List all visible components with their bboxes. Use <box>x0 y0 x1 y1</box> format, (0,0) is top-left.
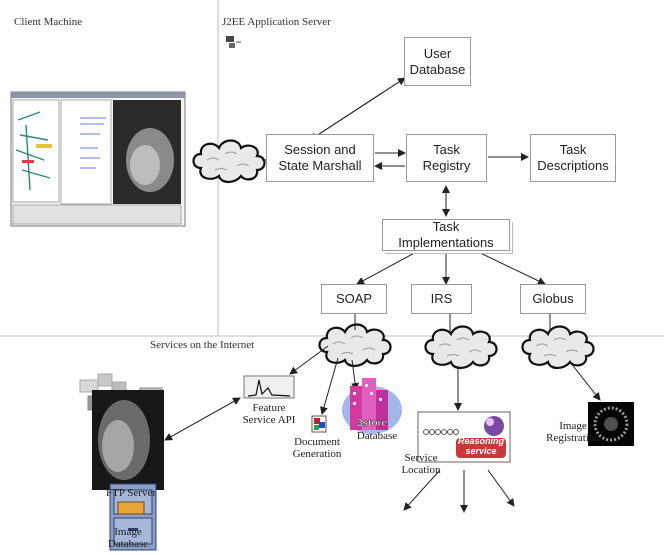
database-label: Database <box>356 430 398 442</box>
reasoning-logo-text: Reasoning service <box>457 436 504 456</box>
ftp-server-label: FTP Server <box>105 487 156 499</box>
document-generation-label: Document Generation <box>292 436 342 460</box>
internet-label: Services on the Internet <box>150 339 255 351</box>
soap-cloud <box>318 323 392 368</box>
filing-cabinet <box>109 483 157 551</box>
store-database-picture <box>342 378 402 434</box>
task-descriptions-box: Task Descriptions <box>530 134 616 182</box>
store-logo-text: 3store <box>357 418 387 429</box>
reasoning-service-picture <box>417 411 511 463</box>
app-server-label: J2EE Application Server <box>222 16 331 28</box>
session-state-marshall-box: Session and State Marshall <box>266 134 374 182</box>
document-icon <box>311 415 327 433</box>
client-cloud <box>192 139 266 184</box>
client-screenshot <box>10 91 186 227</box>
irs-box: IRS <box>411 284 472 314</box>
irs-cloud <box>424 325 498 370</box>
cursor-icon <box>226 36 241 48</box>
globus-cloud <box>521 325 595 370</box>
image-database-label: Image Database <box>107 526 149 550</box>
feature-service-label: Feature Service API <box>242 402 296 426</box>
image-registration-label: Image Registration <box>546 420 600 444</box>
task-implementations-box: Task Implementations <box>382 219 510 251</box>
task-registry-box: Task Registry <box>406 134 487 182</box>
registration-picture <box>588 402 634 446</box>
service-location-label: Service Location <box>401 452 441 476</box>
mammogram-tiles <box>79 373 164 490</box>
client-machine-label: Client Machine <box>14 16 83 28</box>
user-database-box: User Database <box>404 37 471 86</box>
soap-box: SOAP <box>321 284 387 314</box>
feature-histogram <box>243 375 295 399</box>
globus-box: Globus <box>520 284 586 314</box>
